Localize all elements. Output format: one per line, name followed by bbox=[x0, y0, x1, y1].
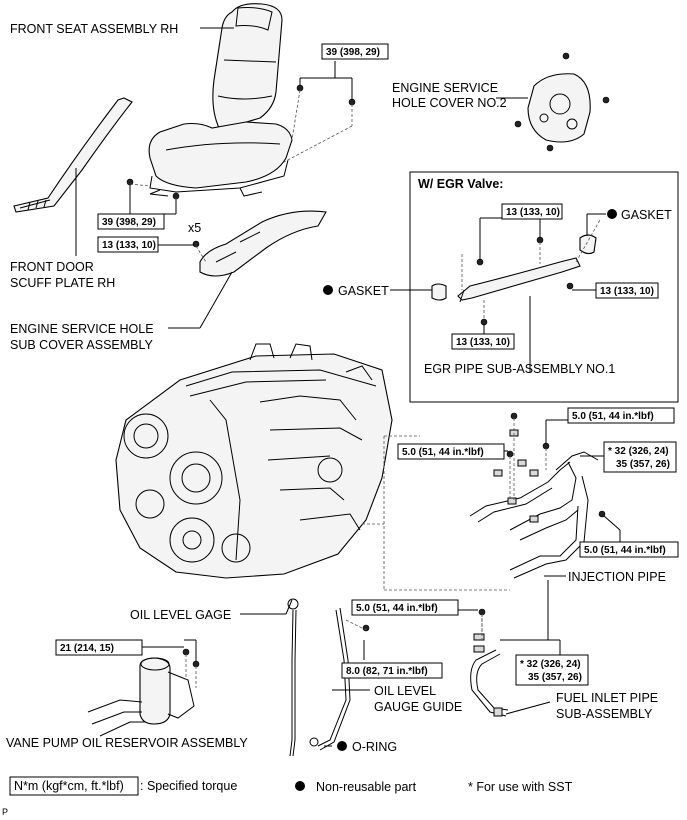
non-reusable-icon bbox=[295, 781, 305, 791]
sub-cover-label-line2: SUB COVER ASSEMBLY bbox=[10, 338, 154, 352]
svg-text:8.0 (82, 71 in.*lbf): 8.0 (82, 71 in.*lbf) bbox=[346, 666, 428, 677]
oil-gage-drawing bbox=[287, 598, 299, 757]
scuff-plate-label-line1: FRONT DOOR bbox=[10, 260, 94, 274]
non-reusable-icon bbox=[607, 209, 617, 219]
corner-mark: P bbox=[2, 807, 8, 817]
engine-drawing bbox=[115, 343, 393, 579]
torque-seat-lower: 39 (398, 29) bbox=[97, 213, 165, 230]
torque-injection-left: 5.0 (51, 44 in.*lbf) bbox=[397, 443, 505, 460]
oil-guide-drawing bbox=[309, 607, 486, 751]
x5-quantity-label: x5 bbox=[188, 221, 201, 235]
svg-text:5.0 (51, 44 in.*lbf): 5.0 (51, 44 in.*lbf) bbox=[572, 411, 654, 422]
service-cover-label-line2: HOLE COVER NO.2 bbox=[392, 96, 507, 110]
scuff-plate-label-line2: SCUFF PLATE RH bbox=[10, 276, 115, 290]
svg-text:39 (398, 29): 39 (398, 29) bbox=[102, 217, 156, 228]
torque-seat-upper: 39 (398, 29) bbox=[321, 43, 389, 60]
torque-injection-top: 5.0 (51, 44 in.*lbf) bbox=[567, 407, 675, 424]
svg-text:13 (133, 10): 13 (133, 10) bbox=[102, 240, 156, 251]
front-seat-drawing bbox=[126, 3, 356, 210]
oil-level-gage-label: OIL LEVEL GAGE bbox=[130, 608, 231, 622]
service-cover-label-line1: ENGINE SERVICE bbox=[392, 81, 498, 95]
torque-egr-right: 13 (133, 10) bbox=[595, 282, 659, 299]
fuel-inlet-label-line1: FUEL INLET PIPE bbox=[556, 691, 658, 705]
torque-sub-cover: 13 (133, 10) bbox=[97, 236, 159, 253]
torque-injection-right: 5.0 (51, 44 in.*lbf) bbox=[579, 541, 679, 558]
injection-pipe-drawing bbox=[362, 412, 606, 591]
egr-gasket-label: GASKET bbox=[621, 208, 672, 222]
svg-text:5.0 (51, 44 in.*lbf): 5.0 (51, 44 in.*lbf) bbox=[402, 447, 484, 458]
svg-text:5.0 (51, 44 in.*lbf): 5.0 (51, 44 in.*lbf) bbox=[584, 545, 666, 556]
svg-text:5.0 (51, 44 in.*lbf): 5.0 (51, 44 in.*lbf) bbox=[356, 603, 438, 614]
gasket-label: GASKET bbox=[338, 284, 389, 298]
torque-guide-mid: 8.0 (82, 71 in.*lbf) bbox=[341, 662, 443, 679]
vane-pump-label: VANE PUMP OIL RESERVOIR ASSEMBLY bbox=[6, 736, 248, 750]
torque-egr-bottom: 13 (133, 10) bbox=[451, 333, 515, 350]
oil-guide-label-line1: OIL LEVEL bbox=[374, 684, 436, 698]
svg-text:: Specified torque: : Specified torque bbox=[140, 779, 237, 793]
non-reusable-icon bbox=[323, 285, 333, 295]
fuel-inlet-label-line2: SUB-ASSEMBLY bbox=[556, 707, 653, 721]
svg-text:* 32 (326, 24): * 32 (326, 24) bbox=[520, 659, 581, 670]
injection-pipe-label: INJECTION PIPE bbox=[568, 570, 666, 584]
svg-text:39 (398, 29): 39 (398, 29) bbox=[326, 47, 380, 58]
svg-text:N*m (kgf*cm, ft.*lbf): N*m (kgf*cm, ft.*lbf) bbox=[14, 779, 124, 793]
o-ring-label: O-RING bbox=[352, 740, 397, 754]
service-cover-drawing bbox=[514, 52, 610, 152]
legend-non-reusable: Non-reusable part bbox=[316, 780, 417, 794]
torque-injection-sst: * 32 (326, 24) 35 (357, 26) bbox=[603, 441, 677, 473]
fuel-inlet-drawing bbox=[470, 618, 509, 717]
torque-guide-top: 5.0 (51, 44 in.*lbf) bbox=[351, 599, 459, 616]
oil-guide-label-line2: GAUGE GUIDE bbox=[374, 700, 462, 714]
svg-text:13 (133, 10): 13 (133, 10) bbox=[506, 207, 560, 218]
non-reusable-icon bbox=[337, 741, 347, 751]
svg-text:13 (133, 10): 13 (133, 10) bbox=[456, 337, 510, 348]
sub-cover-drawing bbox=[192, 210, 327, 277]
egr-valve-header: W/ EGR Valve: bbox=[418, 177, 503, 191]
front-seat-label: FRONT SEAT ASSEMBLY RH bbox=[10, 22, 178, 36]
svg-text:13 (133, 10): 13 (133, 10) bbox=[600, 286, 654, 297]
svg-text:21 (214, 15): 21 (214, 15) bbox=[60, 643, 114, 654]
egr-pipe-label: EGR PIPE SUB-ASSEMBLY NO.1 bbox=[424, 362, 615, 376]
torque-vane-pump: 21 (214, 15) bbox=[55, 639, 143, 656]
sub-cover-label-line1: ENGINE SERVICE HOLE bbox=[10, 322, 154, 336]
legend-sst-note: * For use with SST bbox=[468, 780, 573, 794]
torque-egr-top: 13 (133, 10) bbox=[501, 203, 563, 220]
svg-text:* 32 (326, 24): * 32 (326, 24) bbox=[608, 446, 669, 457]
svg-text:35 (357, 26): 35 (357, 26) bbox=[528, 672, 582, 683]
legend-torque: N*m (kgf*cm, ft.*lbf) : Specified torque bbox=[9, 776, 237, 796]
svg-text:35 (357, 26): 35 (357, 26) bbox=[616, 459, 670, 470]
torque-fuel-sst: * 32 (326, 24) 35 (357, 26) bbox=[515, 654, 589, 686]
vane-pump-drawing bbox=[87, 648, 200, 737]
scuff-plate-drawing bbox=[13, 97, 133, 213]
